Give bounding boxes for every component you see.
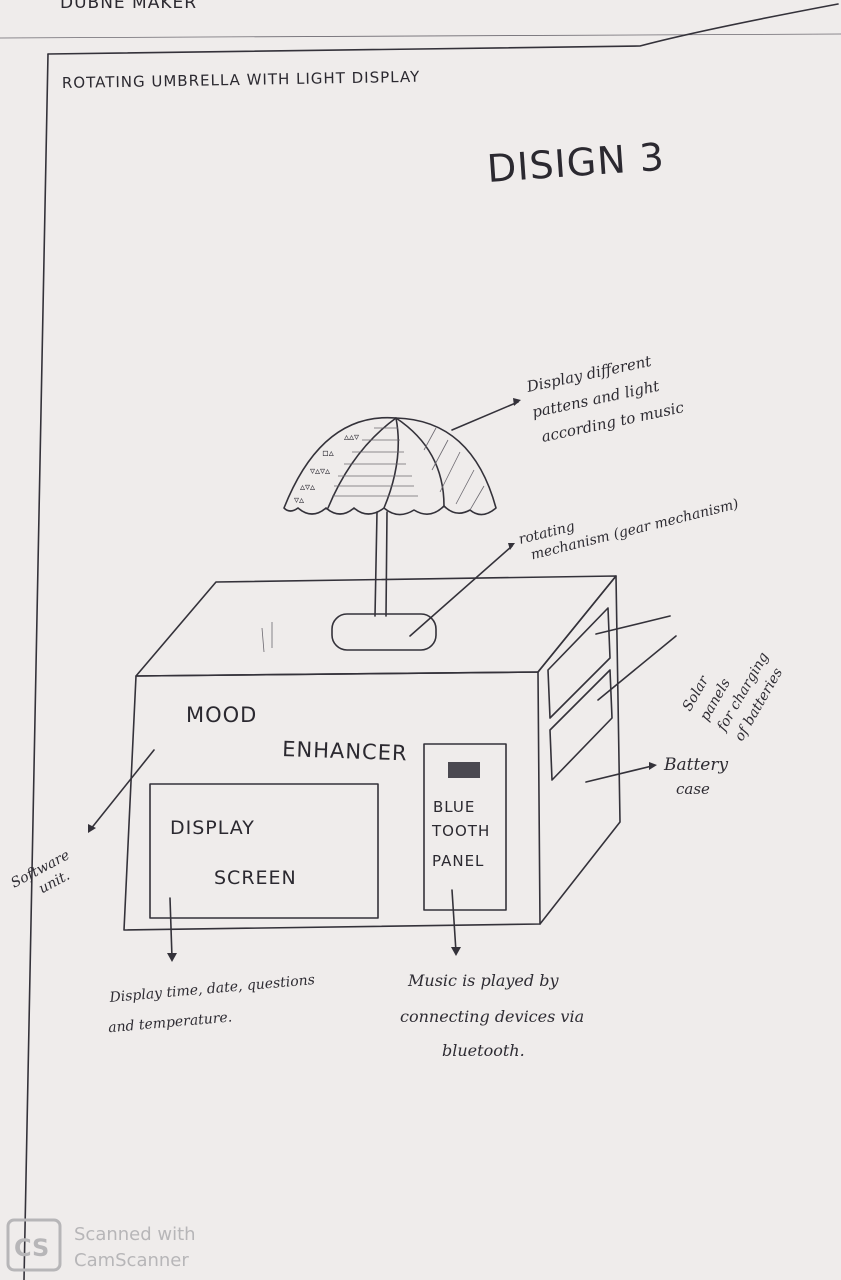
canopy-triangles: ▵▵▿ ▫▵ ▿▵▿▵ ▵▿▵ ▿▵ (294, 432, 359, 506)
battery-note-2: case (676, 780, 710, 798)
frame-left-line (23, 53, 49, 1280)
svg-text:▿▵: ▿▵ (294, 495, 304, 506)
header-fragment: DUBNE MAKER (60, 0, 197, 13)
umbrella: ▵▵▿ ▫▵ ▿▵▿▵ ▵▿▵ ▿▵ (283, 416, 497, 617)
music-note: Music is played by connecting devices vi… (400, 971, 584, 1060)
screen-label-1: DISPLAY (170, 817, 255, 839)
svg-text:▿▵▿▵: ▿▵▿▵ (310, 466, 330, 477)
canopy-stripes (332, 427, 485, 511)
display-screen (149, 783, 379, 919)
camscanner-logo-icon (6, 1218, 62, 1272)
umbrella-canopy (283, 416, 497, 516)
camscanner-logo-text: CS (14, 1234, 49, 1262)
leader-lines (89, 401, 677, 959)
music-note-1: Music is played by (407, 971, 559, 990)
box-label-mood: MOOD (186, 703, 257, 727)
bluetooth-indicator (448, 762, 480, 778)
bluetooth-panel (423, 743, 507, 911)
mood-enhancer-box (123, 575, 621, 931)
bt-label-2: TOOTH (431, 822, 490, 840)
music-note-3: bluetooth. (442, 1041, 525, 1060)
svg-text:▵▿▵: ▵▿▵ (300, 482, 315, 493)
screen-label-2: SCREEN (214, 867, 297, 889)
watermark-line1: Scanned with (74, 1224, 196, 1245)
umbrella-pole (374, 511, 388, 617)
solar-panel-2 (549, 669, 613, 781)
battery-note: Battery case (663, 755, 728, 798)
frame-top-line (47, 3, 839, 55)
box-label-enhancer: ENHANCER (282, 737, 408, 765)
svg-text:▫▵: ▫▵ (322, 448, 334, 459)
arrowheads (88, 398, 657, 962)
top-page-edge (0, 33, 841, 39)
bt-label-1: BLUE (433, 798, 475, 816)
box-side (537, 575, 621, 925)
solar-panel-1 (547, 607, 611, 719)
camscanner-watermark: CS Scanned with CamScanner (6, 1218, 196, 1272)
battery-note-1: Battery (663, 755, 728, 775)
watermark-line2: CamScanner (74, 1250, 189, 1271)
svg-text:▵▵▿: ▵▵▿ (344, 432, 359, 443)
rotating-mechanism (331, 613, 437, 651)
music-note-2: connecting devices via (400, 1007, 584, 1026)
bt-label-3: PANEL (432, 852, 484, 870)
